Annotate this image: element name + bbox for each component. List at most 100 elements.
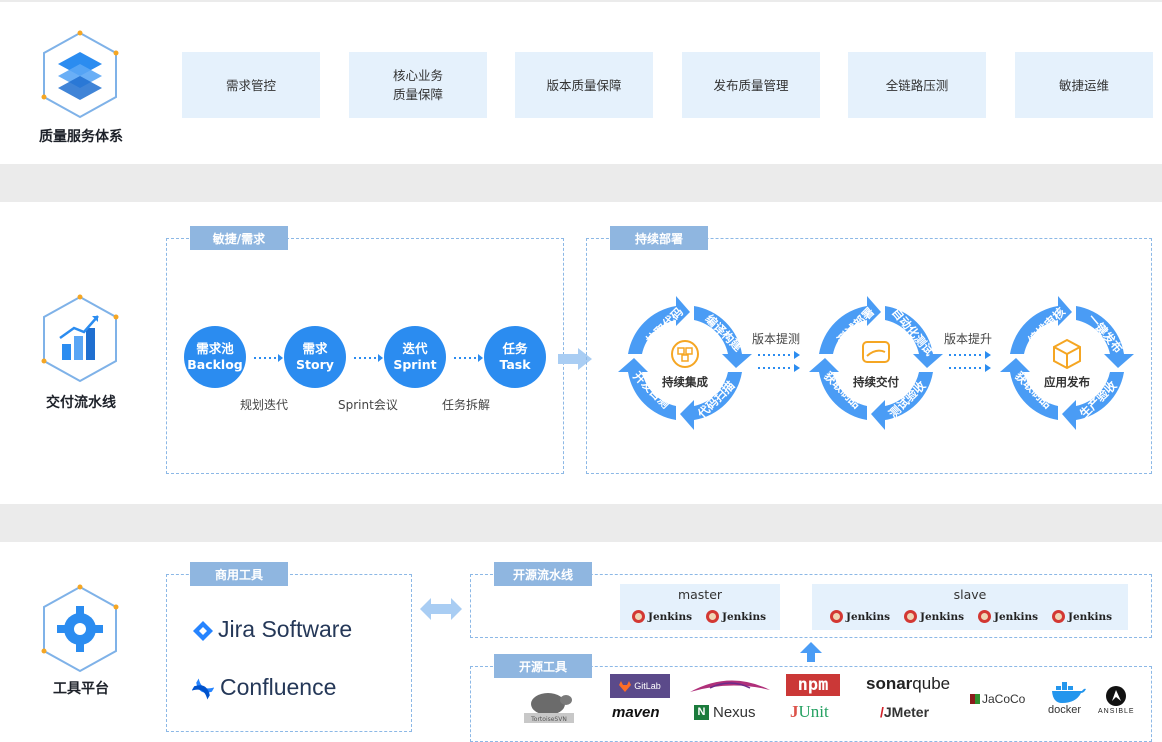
jmeter-feather-icon: /	[880, 704, 884, 720]
step-task: 任务 Task	[484, 326, 546, 388]
qube-part: qube	[912, 674, 951, 693]
commercial-tools-box	[166, 574, 412, 732]
jmeter-label: JMeter	[883, 704, 930, 720]
step-sprint-cn: 迭代	[402, 341, 428, 356]
slave-jenkins-2: Jenkins	[904, 610, 964, 623]
ansible-label: ANSIBLE	[1098, 708, 1135, 715]
link-submit-arrows	[758, 351, 800, 372]
step-sprint: 迭代 Sprint	[384, 326, 446, 388]
step-story-en: Story	[296, 357, 334, 372]
step-story: 需求 Story	[284, 326, 346, 388]
slave-jenkins-1-label: Jenkins	[846, 610, 891, 623]
master-jenkins-2: Jenkins	[706, 610, 766, 623]
commercial-tag: 商用工具	[190, 562, 288, 586]
tools-platform-band: 工具平台 商用工具 Jira Software Confluence 开源流水线…	[0, 542, 1162, 742]
up-arrow-icon	[800, 642, 822, 662]
slave-jenkins-4-label: Jenkins	[1068, 610, 1113, 623]
chart-hex-icon	[41, 294, 119, 383]
gitlab-logo: GitLab	[610, 674, 670, 698]
step-task-en: Task	[499, 357, 531, 372]
slave-jenkins-2-label: Jenkins	[920, 610, 965, 623]
jira-icon	[193, 621, 213, 641]
transition-meeting: Sprint会议	[338, 398, 398, 412]
nexus-icon: N	[694, 705, 709, 720]
transition-split: 任务拆解	[442, 398, 491, 412]
step-backlog-en: Backlog	[187, 357, 243, 372]
step-backlog-cn: 需求池	[196, 341, 234, 356]
service-core-business: 核心业务 质量保障	[349, 52, 487, 118]
npm-logo: npm	[786, 674, 840, 696]
tortoisesvn-logo: TortoiseSVN	[524, 693, 574, 723]
master-jenkins-2-label: Jenkins	[722, 610, 767, 623]
ci-center-icon	[671, 340, 699, 368]
svn-label: TortoiseSVN	[530, 716, 567, 723]
master-title: master	[677, 587, 723, 602]
layers-hex-icon	[41, 30, 119, 119]
confluence-icon	[192, 678, 214, 700]
link-promote: 版本提升	[944, 332, 993, 346]
slave-title: slave	[953, 587, 987, 602]
arc-cd-1: 自动化测试	[889, 305, 937, 358]
junit-logo: JUnit	[790, 702, 829, 722]
service-agile-ops: 敏捷运维	[1015, 52, 1153, 118]
quality-service-band: 质量服务体系 需求管控 核心业务 质量保障 版本质量保障 发布质量管理 全链路压…	[0, 2, 1162, 164]
ansible-icon	[1106, 686, 1126, 706]
section-title-tools: 工具平台	[53, 681, 109, 697]
slave-jenkins-3: Jenkins	[978, 610, 1038, 623]
gitlab-label: GitLab	[634, 681, 661, 691]
step-sprint-en: Sprint	[393, 357, 437, 372]
jenkins-icon	[978, 610, 991, 623]
service-release-quality: 发布质量管理	[682, 52, 820, 118]
sonarqube-logo: sonarqube	[866, 674, 950, 694]
cycle-release-center: 应用发布	[1044, 375, 1090, 389]
agile-tag: 敏捷/需求	[190, 226, 288, 250]
confluence-label: Confluence	[220, 674, 337, 700]
jenkins-icon	[1052, 610, 1065, 623]
step-story-cn: 需求	[302, 341, 328, 356]
bidirectional-arrow-icon	[420, 598, 462, 620]
gear-hex-icon	[41, 584, 119, 673]
sonar-part: sonar	[866, 674, 913, 693]
service-requirements: 需求管控	[182, 52, 320, 118]
jmeter-logo: /JMeter	[880, 704, 929, 720]
cycle-delivery: 测试部署 自动化测试 测试验收 获取制品	[809, 296, 943, 430]
slave-jenkins-1: Jenkins	[830, 610, 890, 623]
step-backlog: 需求池 Backlog	[184, 326, 246, 388]
service-version-quality: 版本质量保障	[515, 52, 653, 118]
cycle-release: 编排审核 一键发布 生产验收 获取制品	[1000, 296, 1134, 430]
slave-jenkins-4: Jenkins	[1052, 610, 1112, 623]
jira-software-label: Jira Software	[218, 616, 353, 642]
docker-whale-icon	[1052, 682, 1086, 703]
cd-tag: 持续部署	[610, 226, 708, 250]
apache-feather-logo	[690, 680, 770, 692]
transition-plan: 规划迭代	[240, 398, 289, 412]
section-title-quality: 质量服务体系	[39, 129, 123, 145]
link-promote-arrows	[949, 351, 991, 372]
arc-rel-1: 一键发布	[1085, 311, 1126, 356]
docker-label: docker	[1048, 704, 1082, 716]
jenkins-icon	[706, 610, 719, 623]
master-jenkins-1: Jenkins	[632, 610, 692, 623]
section-title-pipeline: 交付流水线	[46, 395, 116, 411]
cd-box	[586, 238, 1152, 474]
cycle-ci-center: 持续集成	[662, 375, 708, 389]
agile-dotted-arrows	[254, 354, 483, 362]
jacoco-icon	[970, 694, 980, 704]
flow-right-arrow-icon	[558, 348, 592, 370]
master-jenkins-1-label: Jenkins	[648, 610, 693, 623]
junit-j: J	[790, 702, 799, 721]
slave-box: slave Jenkins Jenkins Jenkins Jenkins	[812, 584, 1128, 630]
jenkins-icon	[904, 610, 917, 623]
oss-pipeline-box	[470, 574, 1152, 638]
junit-rest: Unit	[798, 702, 829, 721]
gitlab-fox-icon	[619, 680, 632, 692]
link-submit-test: 版本提测	[752, 332, 801, 346]
slave-jenkins-3-label: Jenkins	[994, 610, 1039, 623]
cycle-ci: 拉取代码 编译构建 代码扫描 开发自测	[618, 296, 752, 430]
cycle-delivery-center: 持续交付	[853, 375, 899, 389]
step-task-cn: 任务	[502, 341, 528, 356]
maven-logo: maven	[612, 704, 660, 721]
arc-ci-1: 编译构建	[703, 312, 746, 355]
service-stress-test: 全链路压测	[848, 52, 986, 118]
delivery-pipeline-band: 交付流水线 敏捷/需求 需求池 Backlog 需求 Story 迭代 Spri…	[0, 202, 1162, 504]
